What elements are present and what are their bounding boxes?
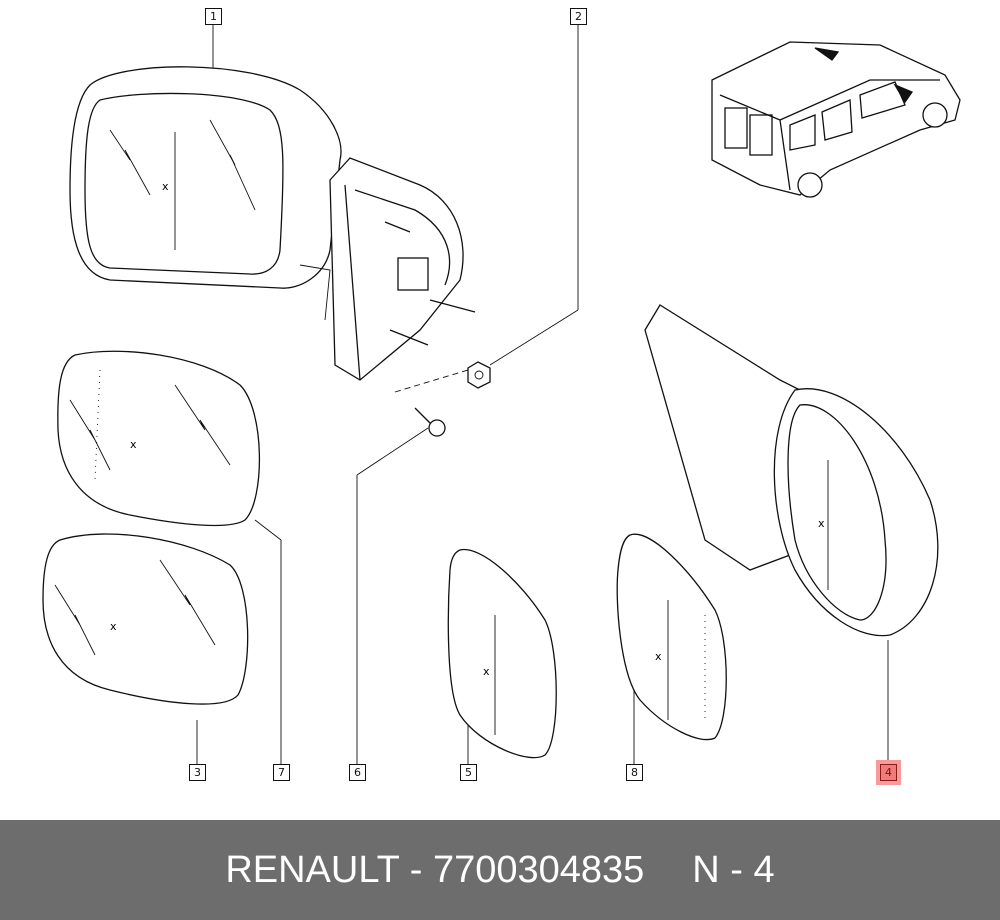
svg-text:x: x: [162, 180, 169, 193]
part-3-mirror-glass: x: [42, 533, 249, 705]
callout-8[interactable]: 8: [626, 764, 643, 781]
callout-4-highlighted[interactable]: 4: [880, 764, 897, 781]
position-text: N - 4: [692, 848, 775, 891]
vehicle-thumbnail: [711, 41, 961, 198]
part-6-screw: [394, 369, 469, 437]
svg-text:x: x: [818, 517, 825, 530]
callout-7[interactable]: 7: [273, 764, 290, 781]
callout-3[interactable]: 3: [189, 764, 206, 781]
svg-text:x: x: [110, 620, 117, 633]
callout-1[interactable]: 1: [205, 8, 222, 25]
svg-text:x: x: [130, 438, 137, 451]
callout-6[interactable]: 6: [349, 764, 366, 781]
part-number-text: RENAULT - 7700304835: [225, 848, 645, 891]
leader-lines: [196, 24, 889, 764]
svg-text:x: x: [655, 650, 662, 663]
part-4-mirror-assembly: x: [644, 304, 939, 637]
svg-text:x: x: [483, 665, 490, 678]
part-1-mirror-assembly: x: [69, 66, 476, 381]
exploded-parts-diagram: x x x x x: [42, 24, 961, 764]
callout-5[interactable]: 5: [460, 764, 477, 781]
footer-bar: RENAULT - 7700304835 N - 4: [0, 820, 1000, 920]
part-8-mirror-glass: x: [616, 533, 727, 741]
part-5-mirror-glass: x: [447, 548, 557, 759]
callout-2[interactable]: 2: [570, 8, 587, 25]
part-2-nut: [467, 361, 491, 389]
part-7-mirror-glass: x: [57, 350, 261, 527]
